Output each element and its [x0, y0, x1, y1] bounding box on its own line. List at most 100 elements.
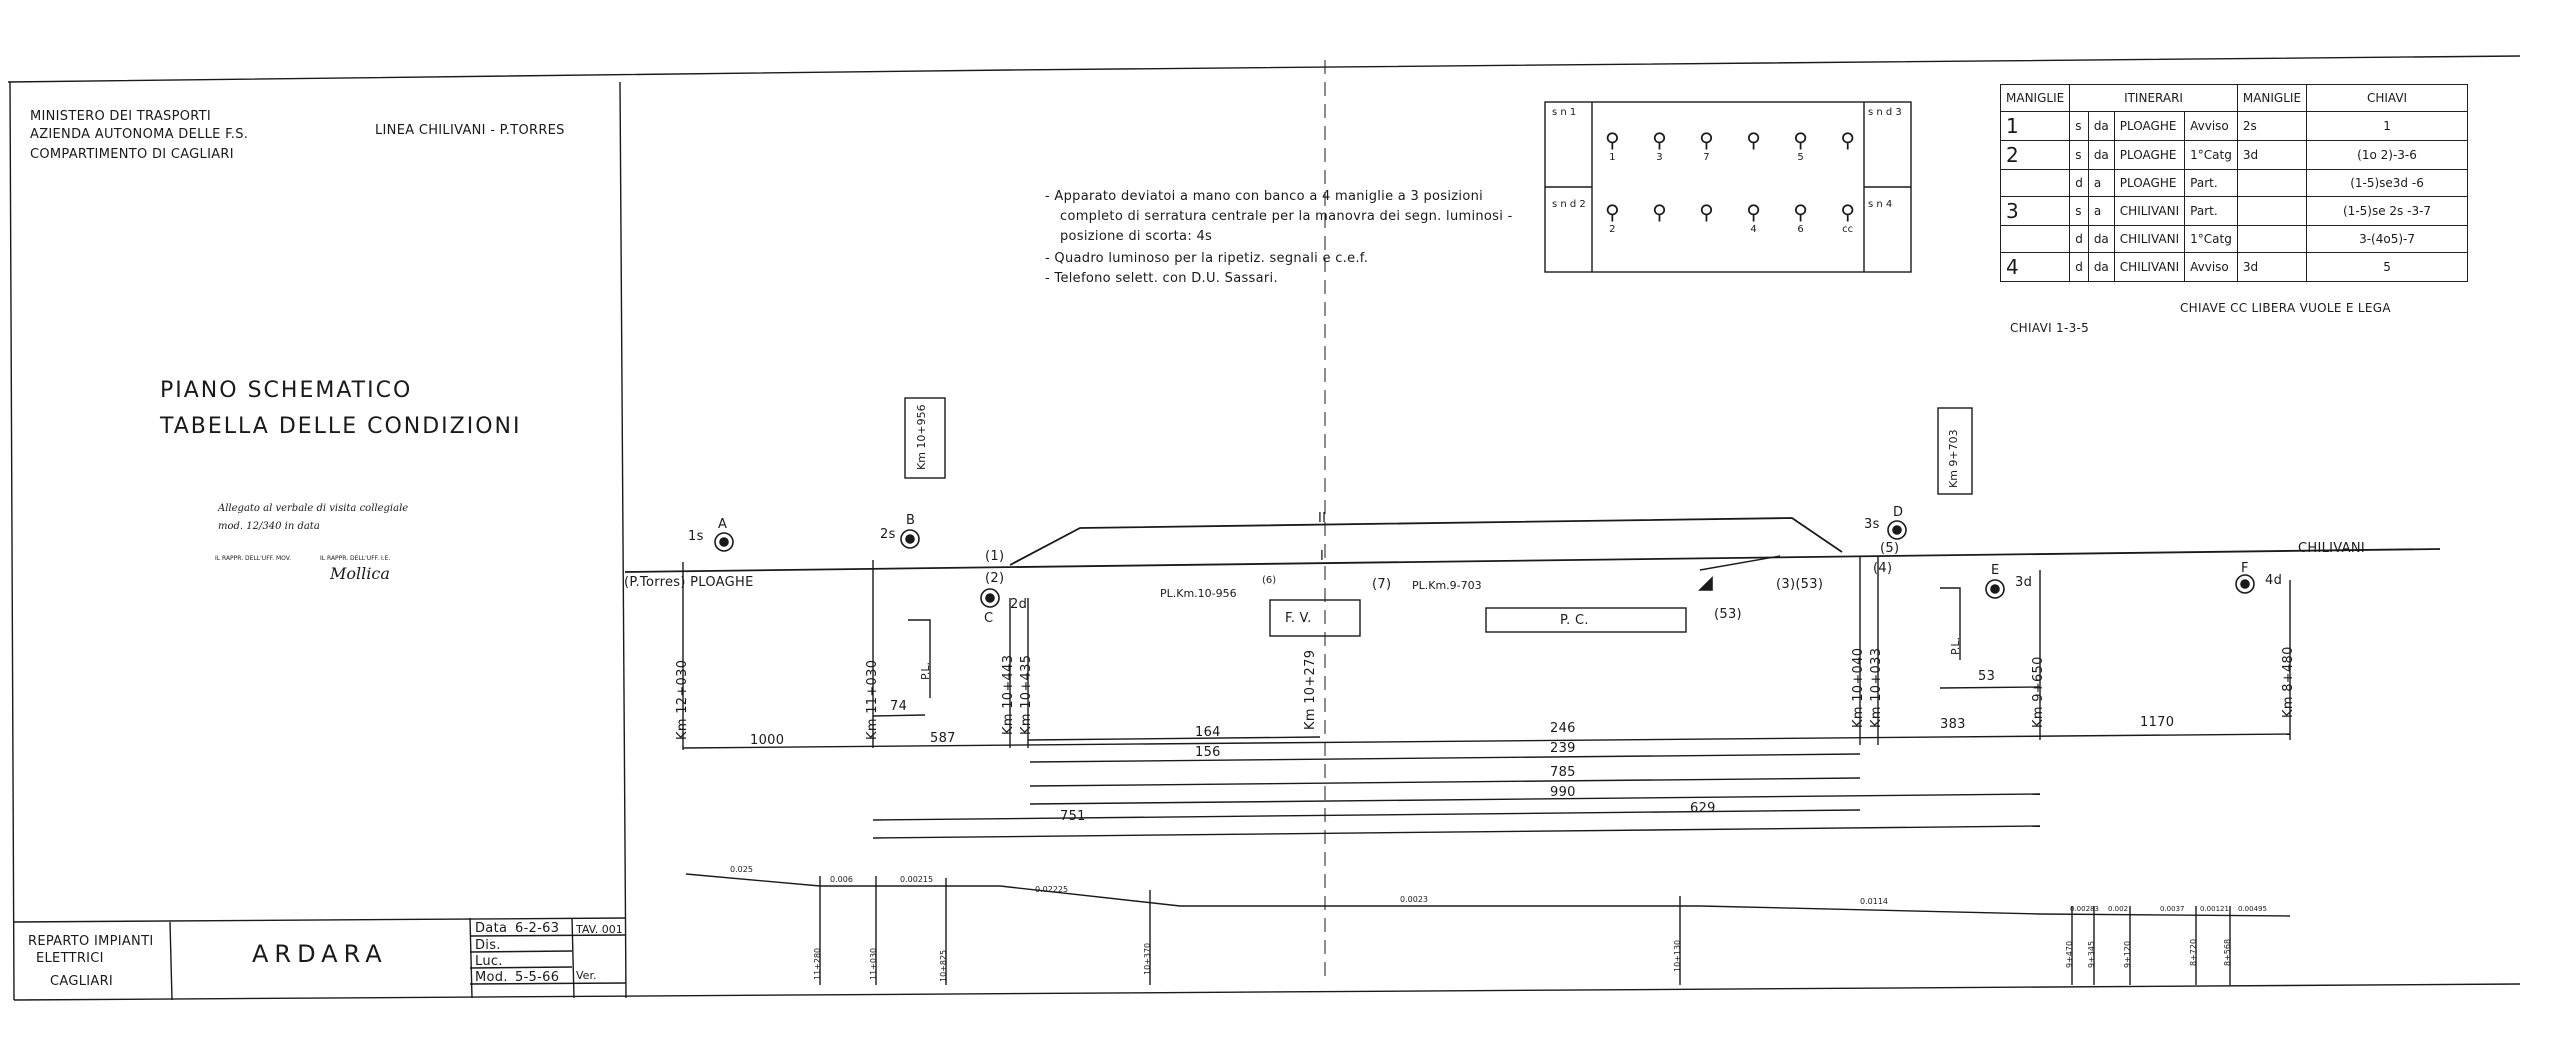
keyhole-icon: ⚲	[1746, 200, 1761, 224]
signal-b	[900, 529, 920, 549]
signal-e-letter: E	[1991, 563, 2000, 578]
stamp-signature: Mollica	[330, 564, 390, 583]
keyhole-icon: ⚲	[1652, 200, 1667, 224]
table-cell-kind: Avviso	[2184, 252, 2238, 282]
table-cell-keys: (1o 2)-3-6	[2306, 140, 2469, 170]
grad-3: 0.02225	[1035, 885, 1069, 894]
key-slot: ⚲	[1746, 128, 1761, 163]
keyhole-icon: ⚲	[1605, 128, 1620, 152]
km-10-279: Km 10+279	[1303, 649, 1318, 730]
km-8-480: Km 8+480	[2281, 646, 2296, 718]
title-block-divider	[619, 81, 627, 999]
keyhole-icon: ⚲	[1793, 200, 1808, 224]
grad-1: 0.006	[830, 875, 853, 884]
track-I	[624, 548, 2441, 573]
note-2: completo di serratura centrale per la ma…	[1060, 209, 1513, 224]
table-cell-pos: s	[2069, 196, 2089, 226]
table-cell-station: CHILIVANI	[2113, 196, 2186, 226]
table-cell-dir: da	[2087, 252, 2115, 282]
office-line-2: ELETTRICI	[36, 951, 104, 966]
table-cell-pos: d	[2069, 225, 2089, 253]
signal-b-letter: B	[906, 513, 916, 528]
table-cell-man: 3d	[2236, 140, 2308, 170]
keyhole-icon: ⚲	[1699, 200, 1714, 224]
table-cell-keys: 1	[2306, 111, 2469, 141]
pc-box	[1485, 607, 1687, 633]
km-9-703: Km 9+703	[1947, 429, 1960, 488]
table-cell-kind: Part.	[2184, 169, 2238, 197]
ver-label: Ver.	[576, 969, 597, 982]
stamp-left-sig: IL RAPPR. DELL'UFF. MOV.	[215, 555, 291, 562]
dist-1000: 1000	[750, 733, 785, 748]
key-number: 4	[1750, 224, 1757, 235]
note-5: - Telefono selett. con D.U. Sassari.	[1045, 271, 1278, 286]
key-slot: ⚲cc	[1840, 200, 1855, 235]
keyhole-icon: ⚲	[1699, 128, 1714, 152]
frame-left-line	[9, 81, 15, 1001]
key-number: 5	[1797, 152, 1804, 163]
grad-10: 0.00495	[2238, 905, 2267, 913]
km-10-040: Km 10+040	[1851, 647, 1866, 728]
keyhole-icon: ⚲	[1840, 128, 1855, 152]
key-row-top: ⚲1⚲3⚲7⚲⚲5⚲	[1605, 128, 1855, 163]
signal-4d-label: 4d	[2265, 573, 2283, 588]
title-line-2: TABELLA DELLE CONDIZIONI	[160, 414, 522, 439]
keyhole-icon: ⚲	[1793, 128, 1808, 152]
stamp-right-sig: IL RAPPR. DELL'UFF. I.E.	[320, 555, 391, 562]
table-cell-dir: a	[2087, 169, 2115, 197]
switch-4: (4)	[1873, 561, 1893, 576]
pkm-8: 8+720	[2189, 938, 2198, 966]
frame-top-line	[7, 55, 2521, 83]
km-10-443: Km 10+443	[1001, 654, 1016, 735]
dist-629: 629	[1690, 801, 1716, 816]
signal-f-letter: F	[2241, 561, 2249, 576]
table-cell-pos: d	[2069, 252, 2089, 282]
table-cell-pos: s	[2069, 140, 2089, 170]
key-panel-bottom-left: s n d 2	[1552, 199, 1586, 210]
right-end-label: CHILIVANI	[2298, 541, 2365, 556]
dist-383: 383	[1940, 717, 1966, 732]
pkm-6: 9+345	[2087, 940, 2096, 968]
table-cell-station: PLOAGHE	[2113, 111, 2186, 141]
signal-2d-label: 2d	[1010, 597, 1028, 612]
signal-d-letter: D	[1893, 505, 1904, 520]
table-cell-num: 4	[1999, 252, 2071, 282]
table-cell-station: CHILIVANI	[2113, 252, 2186, 282]
keyhole-icon: ⚲	[1746, 128, 1761, 152]
table-cell-keys: (1-5)se 2s -3-7	[2306, 196, 2469, 226]
pl-right-label: PL.Km.9-703	[1412, 579, 1482, 592]
key-number: cc	[1842, 224, 1854, 235]
track-II	[1009, 517, 1843, 566]
signal-c	[980, 588, 1000, 608]
km-10-956: Km 10+956	[915, 404, 928, 470]
station-name: ARDARA	[252, 940, 388, 968]
key-slot: ⚲5	[1793, 128, 1808, 163]
key-slot: ⚲4	[1746, 200, 1761, 235]
table-cell-station: PLOAGHE	[2113, 140, 2186, 170]
col-maniglie: MANIGLIE	[1999, 84, 2071, 112]
note-4: - Quadro luminoso per la ripetiz. segnal…	[1045, 251, 1369, 266]
grad-0: 0.025	[730, 865, 753, 874]
col-chiavi: CHIAVI	[2306, 84, 2469, 112]
key-slot: ⚲	[1652, 200, 1667, 235]
frame-bottom-line	[13, 983, 2521, 1001]
dist-74: 74	[890, 699, 908, 714]
table-cell-kind: 1°Catg	[2184, 225, 2238, 253]
km-9-650: Km 9+650	[2031, 656, 2046, 728]
signal-d	[1887, 520, 1907, 540]
line-label: LINEA CHILIVANI - P.TORRES	[375, 123, 565, 138]
dist-785: 785	[1550, 765, 1576, 780]
switch-7: (7)	[1372, 577, 1392, 592]
signal-3s-label: 3s	[1864, 517, 1880, 532]
dist-156: 156	[1195, 745, 1221, 760]
pkm-0: 11+280	[813, 947, 822, 980]
signal-a-letter: A	[718, 517, 728, 532]
grad-2: 0.00215	[900, 875, 934, 884]
keyhole-icon: ⚲	[1605, 200, 1620, 224]
key-slot: ⚲6	[1793, 200, 1808, 235]
